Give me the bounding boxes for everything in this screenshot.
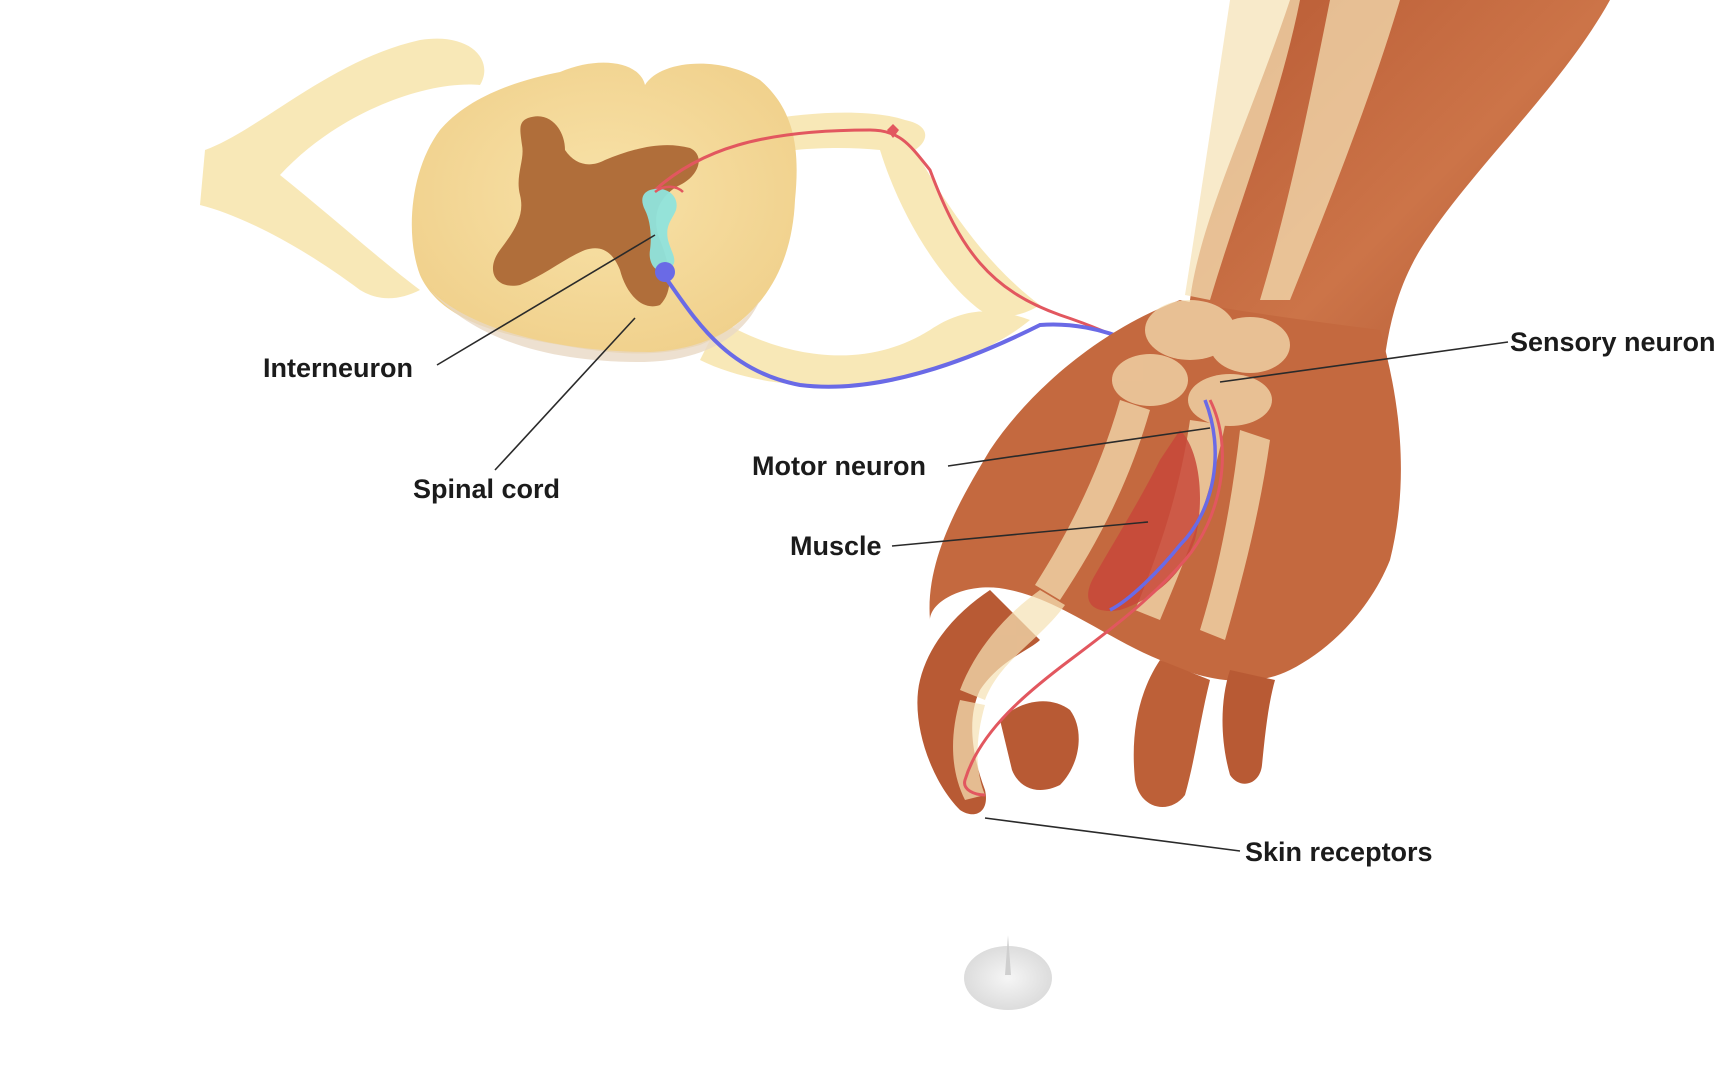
hand-illustration	[917, 0, 1610, 815]
right-nerve-root	[700, 112, 1040, 387]
spinal-gray-matter	[492, 116, 699, 307]
muscle-leader	[891, 521, 1149, 547]
pin-head	[964, 946, 1052, 1010]
sensory-synapse	[654, 185, 684, 194]
label-motor-neuron: Motor neuron	[752, 451, 926, 481]
left-nerve-root	[200, 38, 485, 299]
sensory-ganglion	[887, 124, 899, 138]
interneuron-leader	[436, 234, 656, 366]
skin-receptors-leader	[984, 817, 1241, 852]
label-skin-receptors: Skin receptors	[1245, 837, 1433, 867]
spinal-cord-illustration	[200, 38, 1212, 402]
leader-lines	[436, 234, 1509, 852]
muscle-tissue	[1088, 430, 1200, 611]
motor-neuron-soma	[655, 262, 675, 282]
label-sensory-neuron: Sensory neuron	[1510, 327, 1716, 357]
ring-finger	[1222, 670, 1275, 784]
sensory-neuron-hand-segment	[963, 399, 1224, 797]
interneuron-cell	[642, 188, 677, 272]
label-spinal-cord: Spinal cord	[413, 474, 560, 504]
thumb	[1000, 701, 1079, 790]
label-interneuron: Interneuron	[263, 353, 413, 383]
spinal-cord-leader	[494, 317, 636, 471]
motor-neuron-leader	[947, 427, 1211, 467]
label-muscle: Muscle	[790, 531, 882, 561]
motor-neuron-hand-segment	[1109, 399, 1217, 612]
middle-finger	[1133, 660, 1210, 807]
sensory-neuron-leader	[1219, 341, 1509, 383]
pin-illustration	[964, 935, 1052, 1010]
pin-point	[1005, 935, 1011, 975]
labels: Interneuron Spinal cord Sensory neuron M…	[263, 327, 1716, 867]
